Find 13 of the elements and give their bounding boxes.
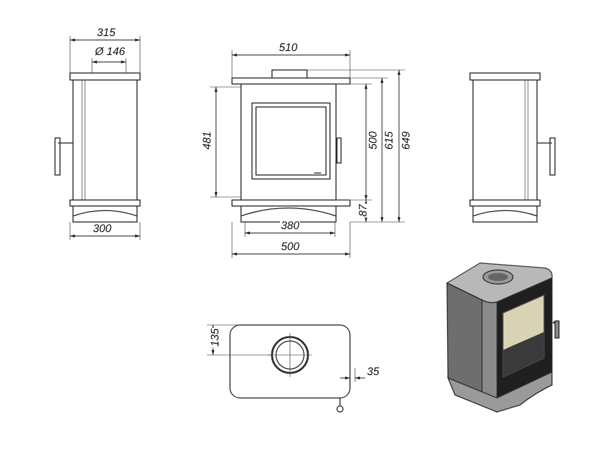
dimension-label: 315 bbox=[96, 28, 116, 39]
dimension-label: 510 bbox=[278, 43, 298, 54]
dimension-label: 87 bbox=[358, 203, 370, 218]
dimension-label: 481 bbox=[202, 130, 214, 151]
dimension-label: 500 bbox=[280, 242, 300, 253]
dimension-label: 300 bbox=[92, 224, 112, 235]
dimension-label: 500 bbox=[368, 130, 380, 151]
dimension-label: 35 bbox=[366, 367, 380, 378]
dimension-label: Ø 146 bbox=[94, 47, 126, 58]
dimension-label: 649 bbox=[402, 130, 413, 151]
dimension-label: 135 bbox=[210, 327, 222, 348]
dimension-label: 615 bbox=[384, 130, 396, 151]
dimension-label: 380 bbox=[280, 221, 300, 232]
